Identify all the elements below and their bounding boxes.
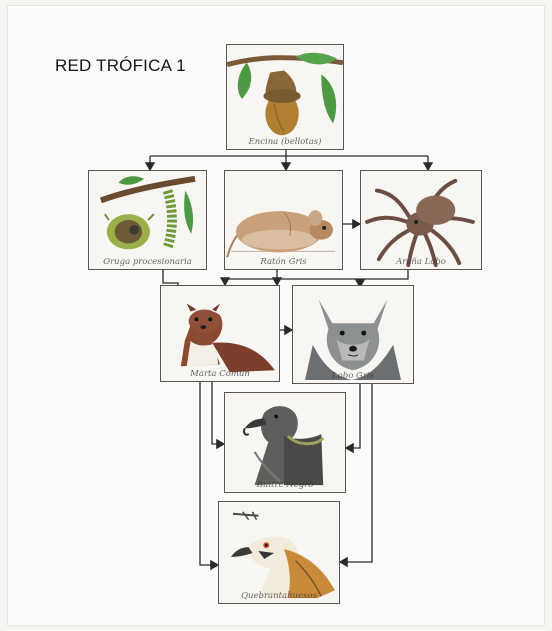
node-label-quebrantahuesos: Quebrantahuesos (219, 591, 339, 601)
node-oruga[interactable]: Oruga procesionaria (88, 170, 207, 270)
node-raton[interactable]: Ratón Gris (224, 170, 343, 270)
node-label-arana: Araña Lobo (361, 257, 481, 267)
node-arana[interactable]: Araña Lobo (360, 170, 482, 270)
node-buitre[interactable]: Buitre Negro (224, 392, 346, 493)
caterpillar-icon (89, 171, 206, 269)
vulture-icon (225, 393, 345, 492)
acorn-icon (227, 45, 343, 149)
node-label-encina: Encina (bellotas) (227, 137, 343, 147)
node-label-marta: Marta Común (161, 369, 279, 379)
wolf-icon (293, 286, 413, 383)
node-lobo[interactable]: Lobo Gris (292, 285, 414, 384)
node-encina[interactable]: Encina (bellotas) (226, 44, 344, 150)
marten-icon (161, 286, 279, 381)
bearded-vulture-icon (219, 502, 339, 603)
node-label-lobo: Lobo Gris (293, 371, 413, 381)
node-label-raton: Ratón Gris (225, 257, 342, 267)
node-marta[interactable]: Marta Común (160, 285, 280, 382)
node-label-oruga: Oruga procesionaria (89, 257, 206, 267)
node-quebrantahuesos[interactable]: Quebrantahuesos (218, 501, 340, 604)
node-label-buitre: Buitre Negro (225, 480, 345, 490)
spider-icon (361, 171, 481, 269)
mouse-icon (225, 171, 342, 269)
diagram-title: RED TRÓFICA 1 (55, 56, 186, 76)
